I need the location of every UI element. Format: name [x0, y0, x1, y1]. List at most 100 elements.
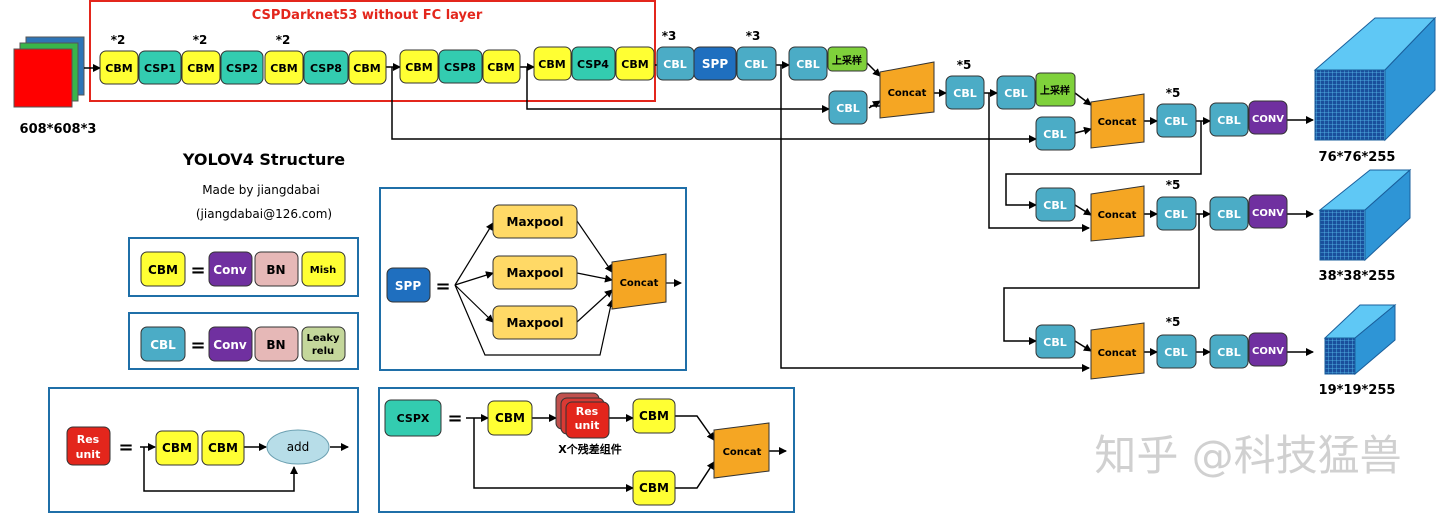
csp-block: CSP8: [438, 49, 483, 84]
neck-blocks: CBL SPP CBL CBL 上采样 CBL Concat *5 CBL CB…: [656, 46, 1288, 380]
cbm-block: CBM: [348, 50, 387, 85]
svg-text:=: =: [447, 408, 462, 429]
cbl-block: CBL: [1035, 116, 1076, 151]
svg-text:=: =: [190, 260, 205, 281]
csp-block: CSP8: [303, 50, 349, 85]
cbl-block: CBL: [1209, 196, 1249, 231]
svg-text:Mish: Mish: [310, 265, 336, 276]
svg-text:relu: relu: [312, 346, 334, 357]
cbl-block: CBL: [1035, 324, 1076, 359]
cbl-block: CBL: [828, 90, 868, 125]
svg-text:CONV: CONV: [1252, 114, 1284, 125]
svg-text:=: =: [118, 437, 133, 458]
svg-text:BN: BN: [266, 263, 285, 277]
legend-author: Made by jiangdabai: [202, 183, 320, 197]
cbl-block: CBL: [1156, 103, 1197, 138]
cbl-block: CBL: [656, 46, 695, 81]
svg-text:SPP: SPP: [702, 57, 728, 71]
svg-text:CBM: CBM: [621, 58, 648, 71]
multiplier: *2: [193, 33, 208, 47]
watermark: 知乎 @科技猛兽: [1094, 431, 1401, 480]
backbone-frame: [89, 0, 656, 102]
svg-text:CBM: CBM: [487, 61, 514, 74]
backbone-title: CSPDarknet53 without FC layer: [252, 8, 483, 23]
svg-text:=: =: [435, 276, 450, 297]
svg-text:CBL: CBL: [953, 87, 976, 100]
output-size-label: 19*19*255: [1319, 383, 1396, 398]
conv-block: CONV: [1248, 100, 1288, 135]
multiplier: *2: [276, 33, 291, 47]
legend-cspx: CSPX = CBM Res unit X个残差组件 CBM CBM Conca…: [378, 387, 795, 513]
legend-cbl: CBL = Conv BN Leaky relu: [128, 312, 359, 370]
upsample-block: 上采样: [827, 46, 868, 72]
svg-text:unit: unit: [76, 448, 101, 461]
svg-text:CBL: CBL: [1043, 199, 1066, 212]
svg-text:CBL: CBL: [1043, 128, 1066, 141]
svg-text:X个残差组件: X个残差组件: [558, 442, 621, 456]
concat-block: Concat: [879, 61, 935, 119]
svg-text:CBL: CBL: [1164, 208, 1187, 221]
svg-text:CBM: CBM: [208, 441, 238, 455]
svg-text:Maxpool: Maxpool: [507, 266, 564, 280]
concat-block: Concat: [1090, 185, 1145, 242]
spp-block: SPP: [693, 46, 737, 81]
cbl-block: CBL: [1156, 196, 1197, 231]
output-cube-small: [1323, 303, 1397, 376]
output-cube-medium: [1318, 168, 1412, 262]
multiplier: *2: [111, 33, 126, 47]
svg-text:Conv: Conv: [213, 263, 247, 277]
input-image: [13, 36, 85, 108]
svg-text:CBL: CBL: [836, 102, 859, 115]
svg-text:CBM: CBM: [187, 62, 214, 75]
legend-res-unit: Res unit = CBM CBM add: [48, 387, 359, 513]
svg-text:CBL: CBL: [150, 338, 176, 352]
conv-block: CONV: [1248, 194, 1288, 229]
cbl-block: CBL: [996, 75, 1036, 110]
svg-text:CBL: CBL: [1004, 87, 1027, 100]
cbm-block: CBM: [482, 49, 521, 84]
svg-text:CBL: CBL: [663, 58, 686, 71]
legend-cbm: CBM = Conv BN Mish: [128, 237, 359, 297]
multiplier: *5: [1166, 86, 1181, 100]
svg-text:CBL: CBL: [1217, 208, 1240, 221]
multiplier: *5: [957, 58, 972, 72]
conv-block: CONV: [1248, 332, 1288, 367]
svg-text:CBM: CBM: [639, 481, 669, 495]
svg-text:SPP: SPP: [395, 279, 421, 293]
svg-text:CBL: CBL: [1164, 346, 1187, 359]
cbl-block: CBL: [736, 46, 777, 81]
cbm-block: CBM: [264, 50, 304, 85]
svg-text:Res: Res: [576, 405, 599, 418]
svg-text:CBL: CBL: [1164, 115, 1187, 128]
svg-text:CBL: CBL: [1217, 114, 1240, 127]
svg-text:Concat: Concat: [1098, 348, 1137, 359]
svg-text:=: =: [190, 335, 205, 356]
svg-text:CBM: CBM: [353, 62, 380, 75]
svg-text:CONV: CONV: [1252, 346, 1284, 357]
svg-text:上采样: 上采样: [1040, 84, 1070, 97]
svg-text:CONV: CONV: [1252, 208, 1284, 219]
legend-title: YOLOV4 Structure: [182, 150, 345, 169]
svg-text:Maxpool: Maxpool: [507, 215, 564, 229]
backbone-blocks: CBM CSP1 CBM CSP2 CBM CSP8 CBM CBM CSP8 …: [99, 46, 655, 85]
cbm-block: CBM: [99, 50, 139, 85]
cbl-block: CBL: [1035, 187, 1076, 222]
svg-text:CBM: CBM: [270, 62, 297, 75]
svg-text:Conv: Conv: [213, 338, 247, 352]
output-cube-large: [1313, 16, 1437, 142]
svg-text:CSP1: CSP1: [144, 62, 176, 75]
svg-text:CSPX: CSPX: [397, 412, 430, 425]
cbm-block: CBM: [615, 46, 655, 81]
svg-text:Maxpool: Maxpool: [507, 316, 564, 330]
cbm-block: CBM: [181, 50, 221, 85]
cbl-block: CBL: [788, 46, 828, 81]
svg-text:CSP8: CSP8: [444, 61, 476, 74]
svg-text:CBM: CBM: [495, 411, 525, 425]
cbl-block: CBL: [1156, 334, 1197, 369]
svg-text:CSP2: CSP2: [226, 62, 258, 75]
upsample-block: 上采样: [1035, 72, 1076, 107]
svg-text:unit: unit: [575, 419, 600, 432]
cbl-block: CBL: [1209, 334, 1249, 369]
svg-text:CBM: CBM: [405, 61, 432, 74]
